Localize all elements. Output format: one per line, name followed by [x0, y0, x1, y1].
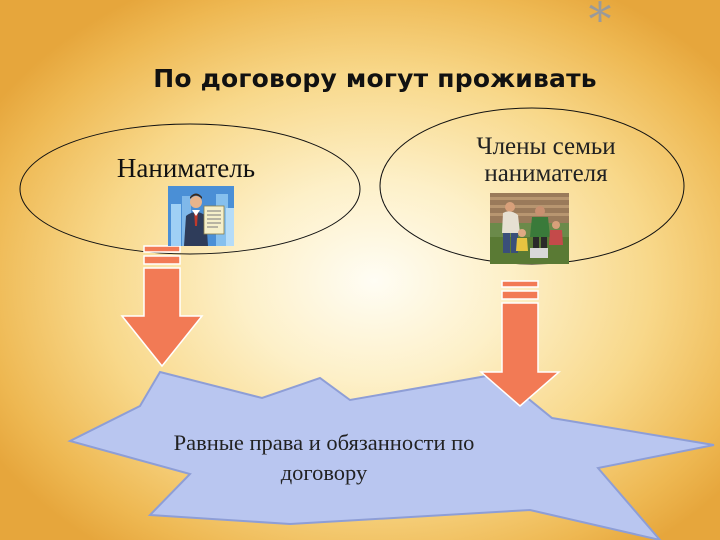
family-label: Члены семьи нанимателя [446, 133, 646, 187]
family-photo-icon [490, 193, 569, 264]
result-text-line2: договору [280, 460, 368, 485]
corner-asterisk: * [588, 0, 612, 46]
right-ellipse [379, 107, 685, 265]
result-text: Равные права и обязанности по договору [118, 428, 530, 488]
result-burst [67, 370, 715, 540]
slide-title: По договору могут проживать [153, 64, 597, 93]
businessman-icon [168, 186, 234, 246]
left-arrow [120, 245, 204, 368]
left-ellipse [19, 123, 361, 255]
family-label-line1: Члены семьи [476, 133, 616, 160]
tenant-label: Наниматель [116, 153, 256, 183]
right-arrow [478, 280, 562, 407]
family-label-line2: нанимателя [484, 160, 608, 187]
result-text-line1: Равные права и обязанности по [173, 430, 475, 455]
